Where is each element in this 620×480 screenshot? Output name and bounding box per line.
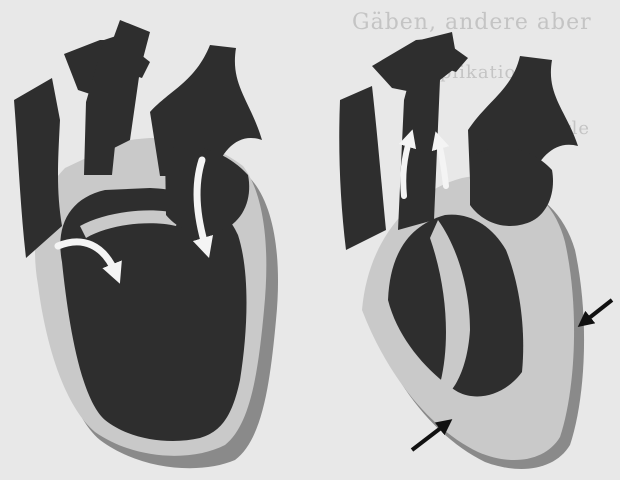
left-aortic-arch (110, 20, 150, 150)
right-vena-cava (339, 86, 386, 250)
right-heart-systole (339, 32, 612, 469)
flow-arrow-aortic-outflow (438, 140, 446, 186)
left-atrium-left-side (165, 146, 249, 233)
left-superior-vena-cava (14, 78, 62, 258)
left-heart-diastole (14, 20, 278, 468)
pointer-arrow-apex (412, 424, 446, 450)
pointer-arrow-wall (584, 300, 612, 322)
